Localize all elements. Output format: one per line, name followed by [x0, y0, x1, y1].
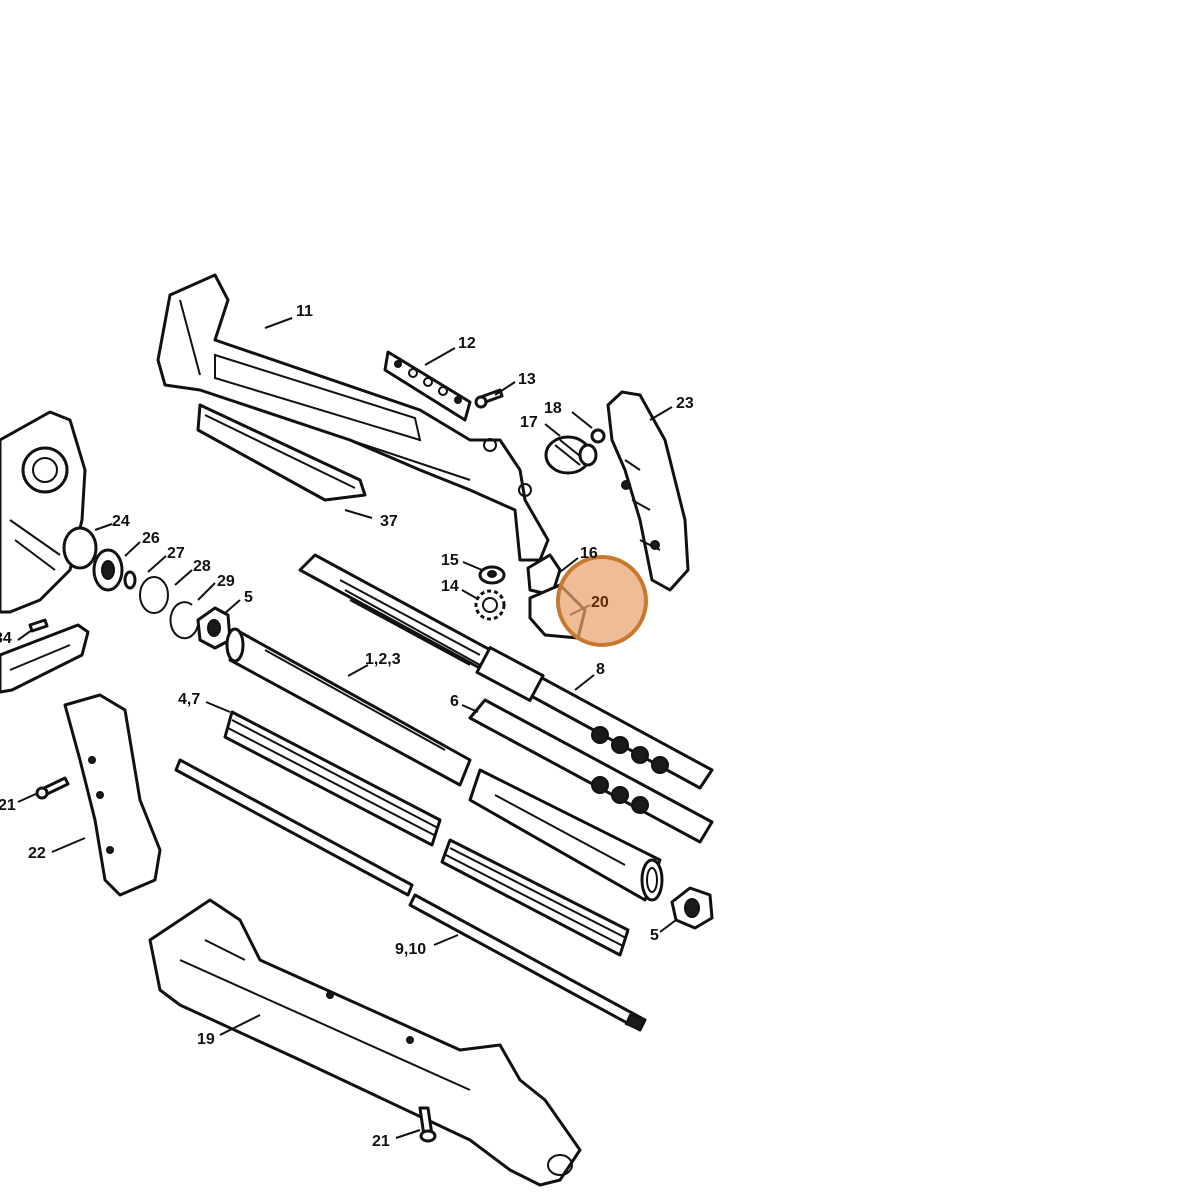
part-15-nut: [478, 565, 506, 585]
label-1-2-3: 1,2,3: [365, 651, 401, 668]
leader-lines: [17, 317, 677, 1139]
part-16-block: [526, 553, 562, 597]
label-6: 6: [450, 693, 459, 710]
part-28-circlip: [169, 601, 199, 640]
label-5-bottom: 5: [650, 927, 659, 944]
part-27-ring: [139, 576, 169, 614]
label-24: 24: [112, 513, 130, 530]
label-8: 8: [596, 661, 605, 678]
part-17-bushing: [544, 435, 598, 475]
part-37-strip: [196, 403, 367, 502]
part-labels: 11 12 13 17 18 23 37 24 26 27 28 29 5 15…: [0, 303, 694, 1150]
label-11: 11: [296, 303, 313, 320]
label-20-highlighted: 20: [591, 594, 609, 611]
label-14: 14: [441, 578, 459, 595]
label-15: 15: [441, 552, 459, 569]
label-17: 17: [520, 414, 538, 431]
part-5-nut-bottom: [670, 886, 714, 930]
part-22-grip: [63, 693, 162, 897]
label-9-10: 9,10: [395, 941, 426, 958]
part-12-plate: [383, 350, 472, 422]
label-5-top: 5: [244, 589, 253, 606]
part-24-bearing: [92, 548, 124, 592]
part-1-2-3-tube: [225, 627, 664, 902]
part-23-cover: [606, 390, 690, 592]
label-23: 23: [676, 395, 694, 412]
part-13-screw: [474, 388, 504, 409]
label-29: 29: [217, 573, 235, 590]
label-16: 16: [580, 545, 598, 562]
label-26: 26: [142, 530, 160, 547]
part-6-label: [468, 698, 714, 844]
engine-housing: [0, 410, 98, 614]
highlight-marker: [556, 555, 648, 647]
label-13: 13: [518, 371, 536, 388]
part-14-washer: [474, 589, 506, 621]
label-4-7: 4,7: [178, 691, 200, 708]
label-27: 27: [167, 545, 185, 562]
part-9-10-shaft: [174, 758, 647, 1032]
part-4-7-liner: [223, 710, 630, 957]
part-18-screw: [590, 428, 606, 444]
label-34: 34: [0, 630, 12, 647]
part-11-housing: [156, 273, 550, 562]
part-21-screw-upper: [35, 776, 70, 800]
part-19-lower-housing: [148, 898, 582, 1187]
label-19: 19: [197, 1031, 215, 1048]
label-21-upper: 21: [0, 797, 16, 814]
label-21-lower: 21: [372, 1133, 390, 1150]
label-18: 18: [544, 400, 562, 417]
part-26-ring: [123, 570, 137, 590]
part-8-label: [298, 553, 714, 790]
label-37: 37: [380, 513, 398, 530]
label-12: 12: [458, 335, 476, 352]
part-34-bracket: [0, 618, 90, 694]
label-28: 28: [193, 558, 211, 575]
part-21-screw-lower: [418, 1106, 437, 1143]
label-22: 22: [28, 845, 46, 862]
